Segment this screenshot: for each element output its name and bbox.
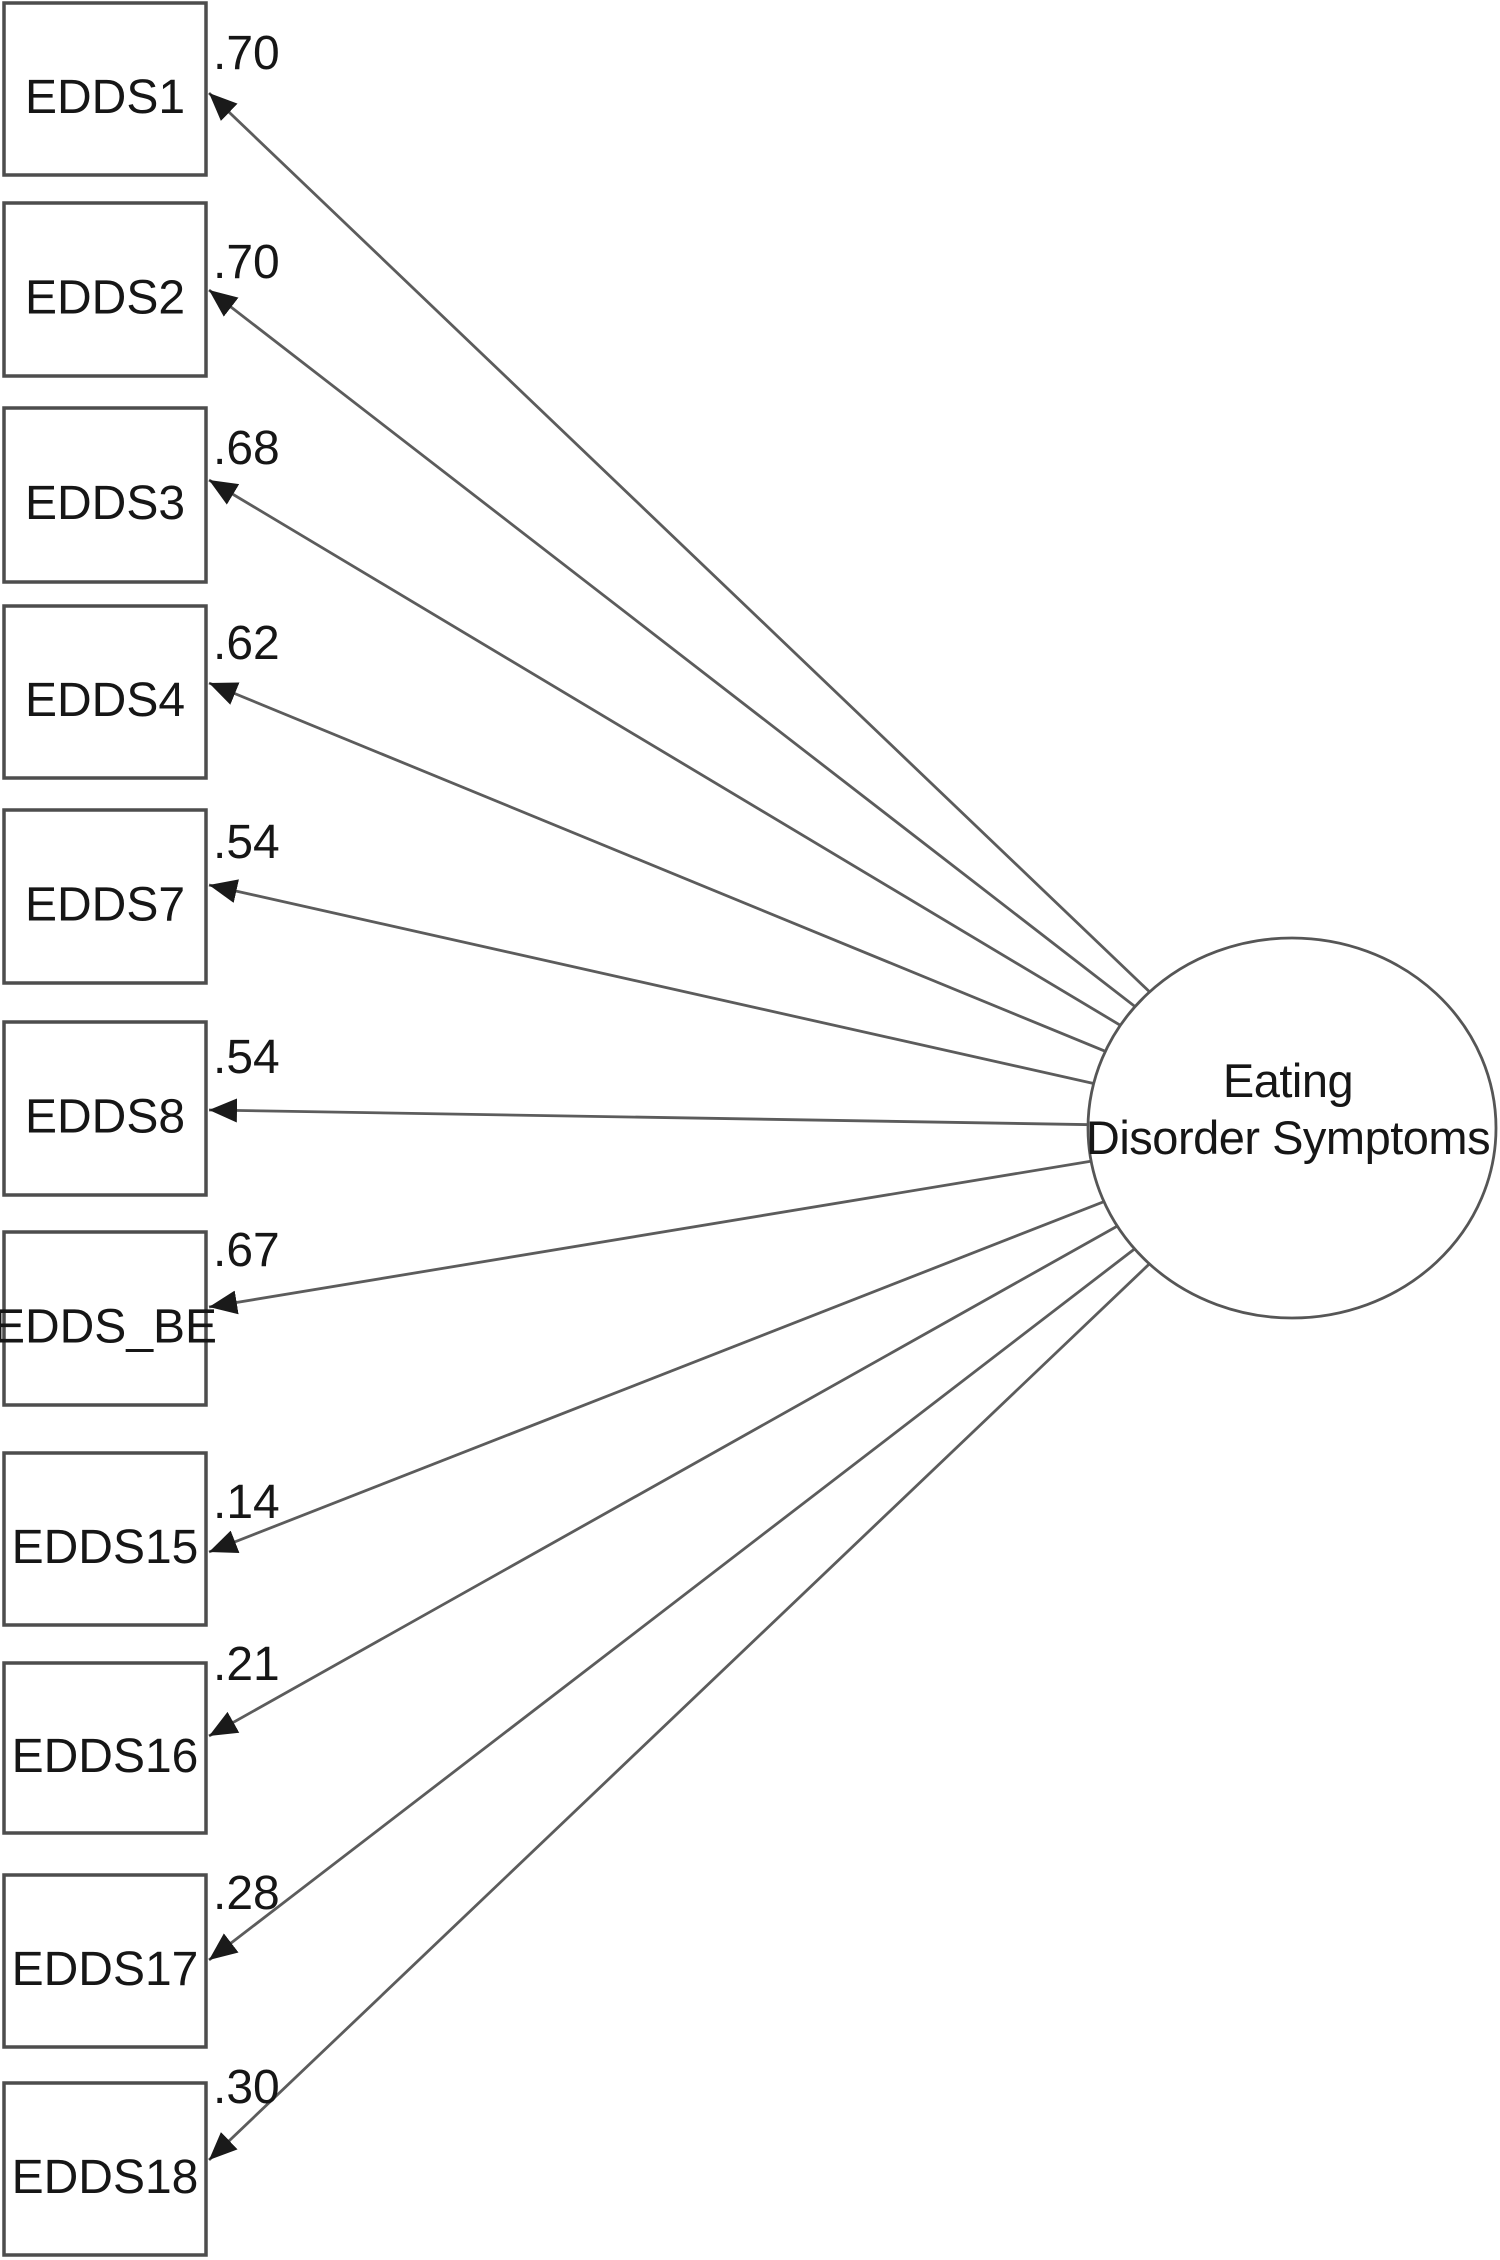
indicator-label-edds17: EDDS17 — [12, 1943, 199, 1996]
indicator-label-edds18: EDDS18 — [12, 2151, 199, 2204]
factor-loading-path-edds16 — [208, 1126, 1293, 1738]
loading-value-edds15: .14 — [213, 1476, 280, 1529]
latent-factor-ellipse — [1086, 936, 1498, 1320]
loading-value-edds8: .54 — [213, 1031, 280, 1084]
factor-loading-path-edds1 — [208, 91, 1293, 1130]
indicator-box-edds16 — [2, 1661, 208, 1835]
indicator-label-edds15: EDDS15 — [12, 1521, 199, 1574]
factor-loading-path-edds18 — [208, 1126, 1293, 2162]
factor-loading-path-edds17 — [208, 1126, 1293, 1962]
indicator-box-edds18 — [2, 2081, 208, 2257]
loading-value-edds1: .70 — [213, 27, 280, 80]
indicator-box-edds1 — [2, 1, 208, 177]
indicator-label-edds_be: EDDS_BE — [0, 1301, 217, 1354]
loading-value-edds4: .62 — [213, 617, 280, 670]
indicator-box-edds4 — [2, 604, 208, 780]
factor-loading-path-edds3 — [208, 478, 1293, 1130]
factor-loading-path-edds2 — [208, 288, 1293, 1130]
indicator-label-edds3: EDDS3 — [25, 477, 185, 530]
indicator-label-edds2: EDDS2 — [25, 272, 185, 325]
indicator-label-edds7: EDDS7 — [25, 879, 185, 932]
indicator-label-edds16: EDDS16 — [12, 1730, 199, 1783]
loading-value-edds_be: .67 — [213, 1224, 280, 1277]
indicator-box-edds_be — [2, 1230, 208, 1407]
loading-value-edds16: .21 — [213, 1638, 280, 1691]
indicator-box-edds7 — [2, 808, 208, 985]
indicator-box-edds15 — [2, 1451, 208, 1627]
loading-value-edds3: .68 — [213, 422, 280, 475]
indicator-label-edds4: EDDS4 — [25, 674, 185, 727]
loading-value-edds17: .28 — [213, 1867, 280, 1920]
loading-value-edds7: .54 — [213, 816, 280, 869]
indicator-label-edds8: EDDS8 — [25, 1091, 185, 1144]
loading-value-edds2: .70 — [213, 236, 280, 289]
indicator-box-edds17 — [2, 1873, 208, 2049]
factor-label-line1: Eating — [1223, 1054, 1353, 1107]
indicator-box-edds2 — [2, 201, 208, 378]
indicator-box-edds3 — [2, 406, 208, 584]
factor-label-line2: Disorder Symptoms — [1086, 1111, 1490, 1164]
indicator-label-edds1: EDDS1 — [25, 71, 185, 124]
loading-value-edds18: .30 — [213, 2061, 280, 2114]
indicator-box-edds8 — [2, 1020, 208, 1197]
